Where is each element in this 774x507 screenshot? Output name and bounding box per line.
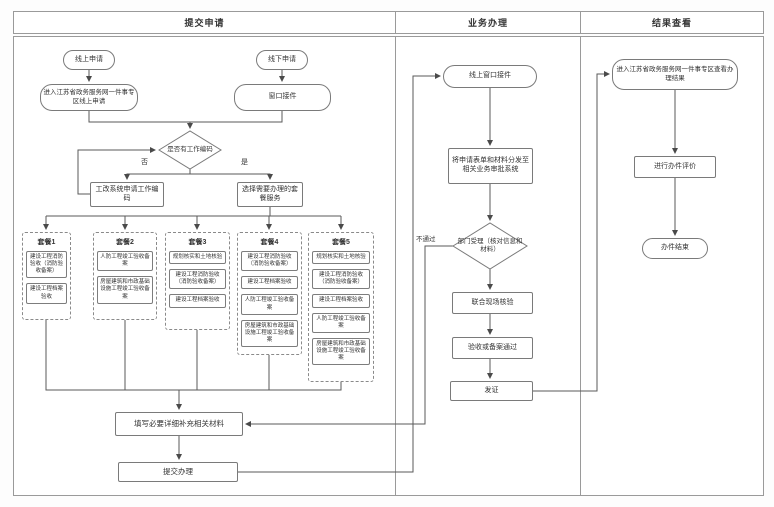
lane-body-result [580,36,764,496]
node-online-window: 线上窗口接件 [443,65,537,88]
package-3-item: 规划核实和土地核验 [169,251,226,265]
package-4-item: 房屋建筑和市政基础设施工程竣工验收备案 [241,319,298,348]
branch-no-label: 否 [141,159,148,166]
package-4-item: 建设工程消防验收（消防验收备案） [241,251,298,272]
package-4-item: 人防工程竣工验收备案 [241,294,298,315]
package-5-item: 人防工程竣工验收备案 [312,312,370,333]
package-5-item: 建设工程档案验收 [312,294,370,308]
package-5-title: 套餐5 [332,239,350,246]
node-finish: 办件结束 [642,238,708,259]
node-fill-materials: 填写必要详细补充相关材料 [115,412,243,436]
branch-yes-label: 是 [241,159,248,166]
node-issue-cert: 发证 [450,381,533,401]
package-5-item: 房屋建筑和市政基础设施工程竣工验收备案 [312,337,370,366]
decision-dept-accept-label: 部门受理（核对信息和材料） [457,238,523,253]
package-3-item: 建设工程档案验收 [169,294,226,308]
package-2-item: 人防工程竣工验收备案 [97,251,153,272]
node-view-result: 进入江苏省政务服务网一件事专区查看办理结果 [612,59,738,90]
package-2: 套餐2 人防工程竣工验收备案 房屋建筑和市政基础设施工程竣工验收备案 [93,232,157,320]
decision-has-code-label: 是否有工作编码 [167,146,213,154]
package-1-item: 建设工程消防验收（消防验收备案） [26,251,67,279]
package-4: 套餐4 建设工程消防验收（消防验收备案） 建设工程档案验收 人防工程竣工验收备案… [237,232,302,355]
package-4-item: 建设工程档案验收 [241,276,298,290]
lane-header-result: 结果查看 [580,11,764,34]
node-apply-work-code: 工改系统申请工作编码 [90,182,164,207]
package-1-item: 建设工程档案验收 [26,283,67,304]
package-2-title: 套餐2 [116,239,134,246]
package-5-item: 建设工程消防验收（消防验收备案） [312,269,370,290]
node-evaluate: 进行办件评价 [634,156,716,178]
decision-has-code-shape [158,130,222,170]
node-online-apply: 线上申请 [63,50,115,70]
node-enter-portal: 进入江苏省政务服务网一件事专区线上申请 [40,84,138,111]
package-3: 套餐3 规划核实和土地核验 建设工程消防验收（消防验收备案） 建设工程档案验收 [165,232,230,330]
branch-fail-label: 不通过 [416,236,436,243]
package-1: 套餐1 建设工程消防验收（消防验收备案） 建设工程档案验收 [22,232,71,320]
node-submit-handle: 提交办理 [118,462,238,482]
package-4-title: 套餐4 [260,239,279,246]
package-5-item: 规划核实和土地核验 [312,251,370,265]
package-3-title: 套餐3 [188,239,207,246]
node-distribute: 将申请表单和材料分发至相关业务审批系统 [448,148,533,184]
node-joint-verify: 联合现场核验 [452,292,533,314]
node-select-package: 选择需要办理的套餐服务 [237,182,303,207]
node-accept-pass: 验收或备案通过 [452,337,533,359]
node-offline-apply: 线下申请 [256,50,308,70]
package-5: 套餐5 规划核实和土地核验 建设工程消防验收（消防验收备案） 建设工程档案验收 … [308,232,374,382]
node-window-receive: 窗口接件 [234,84,331,111]
package-3-item: 建设工程消防验收（消防验收备案） [169,269,226,290]
package-2-item: 房屋建筑和市政基础设施工程竣工验收备案 [97,276,153,304]
package-1-title: 套餐1 [37,239,56,246]
decision-dept-accept-shape [452,222,528,270]
